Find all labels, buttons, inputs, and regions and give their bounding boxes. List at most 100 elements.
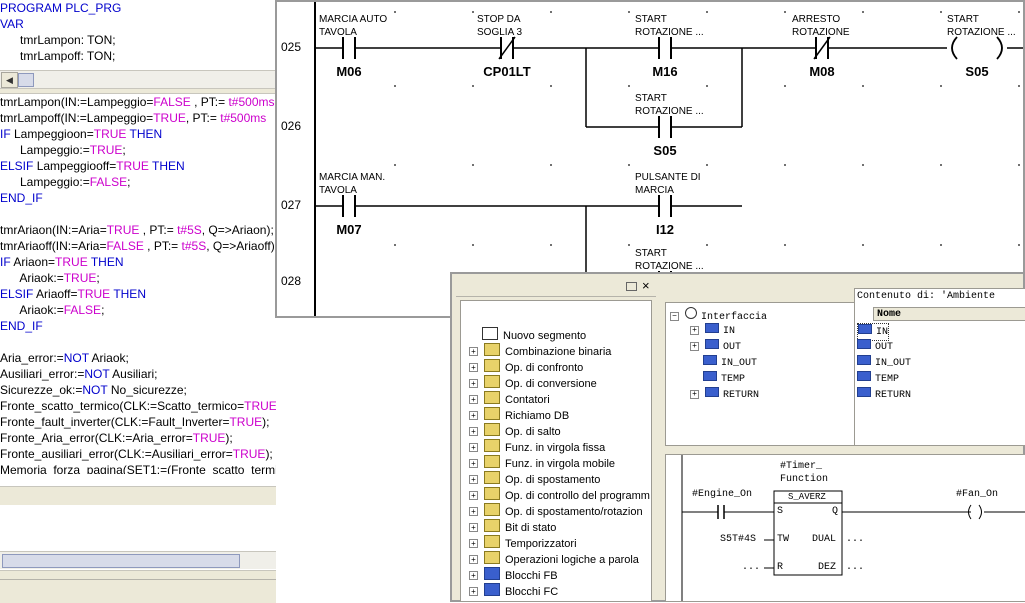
contact-address[interactable]: CP01LT: [483, 64, 531, 79]
parameter-icon: [703, 371, 717, 381]
contact-address[interactable]: S05: [653, 143, 677, 158]
content-row[interactable]: IN_OUT: [857, 355, 911, 371]
catalog-item[interactable]: +Blocchi FC: [469, 583, 558, 599]
expand-icon[interactable]: +: [469, 411, 478, 420]
scroll-thumb[interactable]: [18, 73, 34, 87]
grid-dot: [940, 164, 942, 166]
coil-right-arc: [996, 36, 1003, 60]
catalog-item[interactable]: +Op. di controllo del programm: [469, 487, 650, 503]
contact-label: MARCIA MAN. TAVOLA: [319, 172, 386, 196]
expand-icon[interactable]: +: [469, 491, 478, 500]
expand-icon[interactable]: +: [469, 587, 478, 596]
expand-icon[interactable]: +: [469, 571, 478, 580]
coil-right: [978, 504, 982, 520]
expand-icon[interactable]: +: [469, 395, 478, 404]
catalog-item[interactable]: +Funz. in virgola mobile: [469, 455, 615, 471]
code-pane[interactable]: tmrLampon(IN:=Lampeggio=FALSE , PT:= t#5…: [0, 94, 276, 474]
code-token: ;: [96, 271, 100, 285]
catalog-item[interactable]: +Op. di salto: [469, 423, 561, 439]
contact-address[interactable]: M06: [336, 64, 362, 79]
catalog-item[interactable]: +Richiamo DB: [469, 407, 569, 423]
message-hscrollbar[interactable]: [0, 551, 276, 569]
code-token: TRUE: [153, 111, 186, 125]
expand-icon[interactable]: +: [469, 507, 478, 516]
expand-icon[interactable]: +: [469, 347, 478, 356]
content-row[interactable]: RETURN: [857, 387, 911, 403]
catalog-item[interactable]: +Op. di spostamento/rotazion: [469, 503, 643, 519]
step7-editor-window[interactable]: × Nuovo segmento+Combinazione binaria+Op…: [450, 272, 1025, 602]
expand-icon[interactable]: +: [469, 379, 478, 388]
expand-icon[interactable]: +: [690, 342, 699, 351]
interface-item-label: OUT: [723, 342, 742, 353]
catalog-item[interactable]: +Combinazione binaria: [469, 343, 611, 359]
interface-item-label: IN: [723, 326, 736, 337]
catalog-tree[interactable]: Nuovo segmento+Combinazione binaria+Op. …: [460, 300, 652, 602]
catalog-item[interactable]: Nuovo segmento: [469, 327, 586, 343]
expand-icon[interactable]: +: [469, 475, 478, 484]
expand-icon[interactable]: +: [469, 363, 478, 372]
expand-icon[interactable]: +: [469, 443, 478, 452]
catalog-item[interactable]: +Funz. in virgola fissa: [469, 439, 605, 455]
expand-icon[interactable]: +: [690, 326, 699, 335]
rung-number[interactable]: 027: [281, 198, 302, 212]
catalog-item[interactable]: +Op. di conversione: [469, 375, 597, 391]
input-signal: #Engine_On: [692, 489, 753, 500]
dual-ellipsis: ...: [846, 534, 865, 545]
fbd-panel[interactable]: #Timer_ Function S_AVERZ #Engine_On #Fan…: [665, 454, 1025, 602]
interface-item[interactable]: IN_OUT: [690, 355, 757, 371]
content-row[interactable]: IN: [857, 323, 890, 341]
collapse-icon[interactable]: −: [670, 312, 679, 321]
catalog-item[interactable]: +Bit di stato: [469, 519, 556, 535]
contact-address[interactable]: S05: [965, 64, 989, 79]
rung-number[interactable]: 028: [281, 274, 302, 288]
interface-root[interactable]: −Interfaccia: [670, 307, 767, 325]
contact-address[interactable]: I12: [655, 222, 675, 237]
column-header-name[interactable]: Nome: [873, 307, 1025, 321]
code-token: Ariaok;: [88, 351, 129, 365]
folder-icon: [484, 407, 500, 420]
interface-item[interactable]: TEMP: [690, 371, 745, 387]
expand-icon[interactable]: +: [469, 523, 478, 532]
rung-number[interactable]: 026: [281, 119, 302, 133]
close-icon[interactable]: ×: [642, 278, 650, 293]
catalog-item[interactable]: +Operazioni logiche a parola: [469, 551, 639, 567]
scroll-left-button[interactable]: ◀: [1, 72, 18, 88]
catalog-item[interactable]: +Op. di confronto: [469, 359, 583, 375]
contact-address[interactable]: M16: [652, 64, 678, 79]
contact-address[interactable]: M08: [809, 64, 835, 79]
expand-icon[interactable]: +: [469, 459, 478, 468]
expand-icon[interactable]: +: [469, 427, 478, 436]
interface-item[interactable]: +RETURN: [690, 387, 759, 403]
interface-item[interactable]: + IN: [690, 323, 735, 339]
splitter[interactable]: [0, 88, 276, 94]
code-token: TRUE: [77, 287, 111, 301]
restore-icon[interactable]: [626, 282, 637, 291]
contact-gap: [343, 197, 355, 215]
content-row[interactable]: TEMP: [857, 371, 899, 387]
code-token: tmrAriaon(IN:=Aria=: [0, 223, 107, 237]
output-splitter[interactable]: [0, 486, 276, 506]
ladder-diagram[interactable]: [277, 2, 1023, 316]
expand-icon[interactable]: +: [469, 539, 478, 548]
catalog-item[interactable]: +Contatori: [469, 391, 550, 407]
scroll-thumb[interactable]: [2, 554, 240, 568]
code-token: , PT:=: [185, 111, 221, 125]
code-line: Aria_error:=NOT Ariaok;: [0, 350, 129, 366]
rung-number[interactable]: 025: [281, 40, 302, 54]
catalog-item[interactable]: +Temporizzatori: [469, 535, 577, 551]
declaration-hscrollbar[interactable]: ◀: [0, 70, 276, 88]
expand-icon[interactable]: +: [469, 555, 478, 564]
contact-address[interactable]: M07: [336, 222, 362, 237]
folder-icon: [484, 551, 500, 564]
catalog-item-label: Blocchi FB: [505, 570, 558, 582]
expand-icon[interactable]: +: [690, 390, 699, 399]
code-token: ELSIF: [0, 287, 34, 301]
catalog-item[interactable]: + Blocchi FB: [469, 567, 558, 583]
catalog-item[interactable]: +Op. di spostamento: [469, 471, 600, 487]
content-row[interactable]: OUT: [857, 339, 893, 355]
interface-item[interactable]: + OUT: [690, 339, 741, 355]
